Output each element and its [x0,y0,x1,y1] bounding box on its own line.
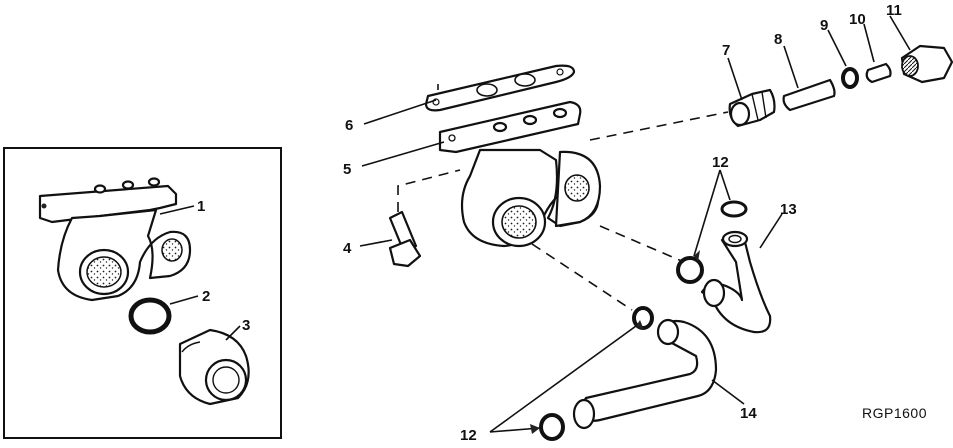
inset-o-ring [128,297,172,335]
spring [782,78,836,112]
callout-12-lower: 12 [460,427,477,444]
o-ring-port [676,256,704,284]
callout-5: 5 [343,161,351,178]
callout-8: 8 [774,31,782,48]
callout-3: 3 [242,317,250,334]
callout-14: 14 [740,405,757,422]
assembly-line-valve [589,111,729,141]
hose-upper [700,230,772,334]
callout-10: 10 [849,11,866,28]
bolt [388,210,422,268]
o-ring-lower [539,413,565,441]
cap-nut [900,44,953,84]
valve-body [728,88,776,128]
assembly-line-outlet [531,243,633,311]
assembly-line-port [599,225,685,263]
callout-6: 6 [345,117,353,134]
callout-11: 11 [886,2,902,19]
pin [865,62,892,84]
inset-box: 1 2 3 [3,147,282,439]
callout-4: 4 [343,240,352,257]
callout-2: 2 [202,288,210,305]
callout-13: 13 [780,201,797,218]
callout-1: 1 [197,198,205,215]
gasket [424,64,576,112]
housing [438,100,602,248]
callout-9: 9 [820,17,828,34]
inset-plug [178,328,250,406]
inset-housing [38,177,192,302]
callout-12-upper: 12 [712,154,729,171]
figure-code: RGP1600 [862,405,927,421]
callout-7: 7 [722,42,730,59]
o-ring-upper [720,200,748,218]
assembly-line-bolt [397,169,461,212]
washer [841,67,859,89]
hose-lower [572,318,718,430]
